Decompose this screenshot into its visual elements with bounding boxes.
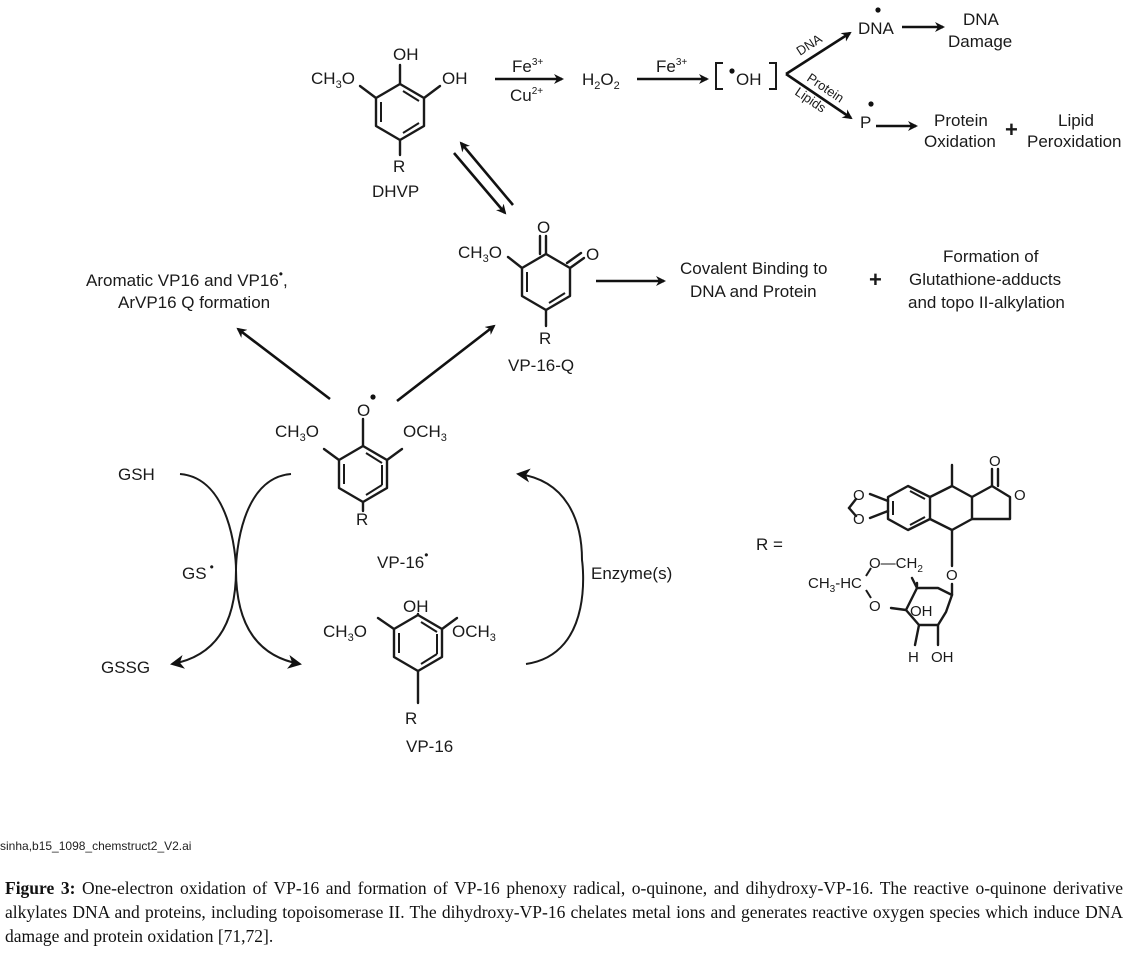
protein-oxidation-line2: Oxidation [924, 132, 996, 151]
phenoxy-radical-structure: O CH3O OCH3 R [275, 394, 447, 529]
r-glycosidic-o: O [946, 567, 958, 584]
radical-o-top: O [357, 401, 370, 420]
caption-label: Figure 3: [5, 878, 76, 898]
branch-dna-label: DNA [793, 31, 824, 59]
source-filename: sinha,b15_1098_chemstruct2_V2.ai [0, 839, 192, 853]
quinone-ch3o: CH3O [458, 243, 502, 265]
vp16-quinone-structure: O O CH3O R VP-16-Q [458, 218, 599, 375]
dhvp-oh-top: OH [393, 45, 419, 64]
radical-ch3o: CH3O [275, 422, 319, 444]
r-acetal-o-top: O—CH2 [869, 555, 923, 575]
lipid-peroxidation-line1: Lipid [1058, 111, 1094, 130]
dna-radical-dot [875, 7, 881, 13]
cu2-label: Cu2+ [510, 86, 543, 105]
vp16-ch3o: CH3O [323, 622, 367, 644]
arrow-dhvp-to-h2o2: Fe3+ Cu2+ [495, 57, 564, 105]
reaction-scheme-figure: OH CH3O OH R DHVP Fe3+ Cu2+ H2O2 Fe3+ OH… [86, 7, 1122, 756]
protein-oxidation-line1: Protein [934, 111, 988, 130]
covalent-binding-line1: Covalent Binding to [680, 259, 827, 278]
quinone-name: VP-16-Q [508, 356, 574, 375]
radical-r-group: R [356, 510, 368, 529]
enzyme-label: Enzyme(s) [591, 564, 672, 583]
r-o-ring-1: O [853, 487, 865, 504]
r-equals-label: R = [756, 535, 783, 554]
arrow-radical-to-quinone [396, 324, 496, 403]
r-sugar-h: H [908, 649, 919, 666]
dna-damage-line1: DNA [963, 10, 1000, 29]
dhvp-r-group: R [393, 157, 405, 176]
arrow-h2o2-to-oh: Fe3+ [637, 57, 709, 84]
r-carbonyl-o: O [989, 453, 1001, 470]
caption-text: One-electron oxidation of VP-16 and form… [5, 878, 1123, 946]
r-o-ring-2: O [853, 511, 865, 528]
quinone-o-right: O [586, 245, 599, 264]
benzene-ring-dhvp [374, 82, 426, 142]
vp16-och3: OCH3 [452, 622, 496, 644]
fe3-label-1: Fe3+ [512, 57, 543, 76]
branch-arrows: DNA Protein Lipids [785, 31, 853, 120]
h2o2-label: H2O2 [582, 70, 620, 92]
equilibrium-arrows [453, 141, 514, 215]
glutathione-line1: Formation of [943, 247, 1039, 266]
plus-sign-top: + [1005, 117, 1018, 142]
quinone-o-top: O [537, 218, 550, 237]
p-radical-label: P [860, 113, 871, 132]
radical-och3: OCH3 [403, 422, 447, 444]
r-group-definition: R = O O O O O OH H OH [756, 453, 1026, 666]
dna-radical-label: DNA [858, 19, 895, 38]
dhvp-name: DHVP [372, 182, 419, 201]
p-radical-dot [868, 101, 874, 107]
glutathione-line3: and topo II-alkylation [908, 293, 1065, 312]
vp16-radical-name: VP-16• [377, 548, 428, 572]
hydroxyl-radical: OH [715, 62, 777, 90]
glutathione-line2: Glutathione-adducts [909, 270, 1061, 289]
gssg-label: GSSG [101, 658, 150, 677]
r-ch3-hc: CH3-HC [808, 575, 862, 595]
dhvp-ch3o: CH3O [311, 69, 355, 91]
radical-o-dot [370, 394, 376, 400]
aromatic-note-line1: Aromatic VP16 and VP16•, [86, 267, 288, 290]
aromatic-note-line2: ArVP16 Q formation [118, 293, 270, 312]
r-sugar-oh-inner: OH [910, 603, 933, 620]
plus-sign-middle: + [869, 267, 882, 292]
covalent-binding-line2: DNA and Protein [690, 282, 817, 301]
arrow-radical-to-aromatic [236, 327, 331, 401]
vp16-oh-top: OH [403, 597, 429, 616]
r-acetal-o-bottom: O [869, 598, 881, 615]
vp16-name: VP-16 [406, 737, 453, 756]
glutathione-cycle: GSH GS• GSSG [101, 465, 302, 677]
lipid-peroxidation-line2: Peroxidation [1027, 132, 1122, 151]
dna-damage-line2: Damage [948, 32, 1012, 51]
r-lactone-o: O [1014, 487, 1026, 504]
quinone-r-group: R [539, 329, 551, 348]
gsh-label: GSH [118, 465, 155, 484]
r-sugar-oh-bottom: OH [931, 649, 954, 666]
dhvp-oh-right: OH [442, 69, 468, 88]
vp16-structure: OH CH3O OCH3 R VP-16 [323, 597, 496, 756]
gs-radical-label: GS• [182, 560, 214, 583]
curved-arrow-radical-to-vp16 [234, 473, 302, 669]
dhvp-structure: OH CH3O OH R DHVP [311, 45, 468, 201]
vp16-r-group: R [405, 709, 417, 728]
svg-text:OH: OH [736, 70, 762, 89]
figure-caption: Figure 3: One-electron oxidation of VP-1… [5, 876, 1123, 948]
curved-arrow-enzyme [516, 468, 585, 665]
fe3-label-2: Fe3+ [656, 57, 687, 76]
